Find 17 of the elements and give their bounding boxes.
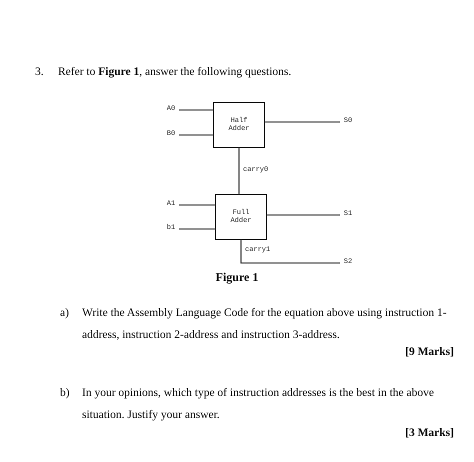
question-number: 3. <box>35 65 44 80</box>
question-text: Write the Assembly Language Code for the equation above using instruction 1-address, instruction 2-address and instruction 3-address. <box>82 306 448 343</box>
connector-line <box>238 148 240 194</box>
item-letter: a) <box>60 306 69 321</box>
figure-caption: Figure 1 <box>214 270 260 285</box>
marks-label: [9 Marks] <box>404 345 454 360</box>
item-letter: b) <box>60 386 70 401</box>
connector-line <box>179 134 213 136</box>
marks-label: [3 Marks] <box>404 426 454 441</box>
connector-line <box>265 121 340 123</box>
connector-line <box>179 109 213 111</box>
connector-line <box>240 240 340 264</box>
connector-line <box>267 214 340 216</box>
connector-line <box>179 228 215 230</box>
connector-line <box>179 204 215 206</box>
question-text: Refer to Figure 1, answer the following questions. <box>58 65 292 80</box>
question-text: In your opinions, which type of instruction addresses is the best in the above situation. Justify your answer. <box>82 386 435 423</box>
